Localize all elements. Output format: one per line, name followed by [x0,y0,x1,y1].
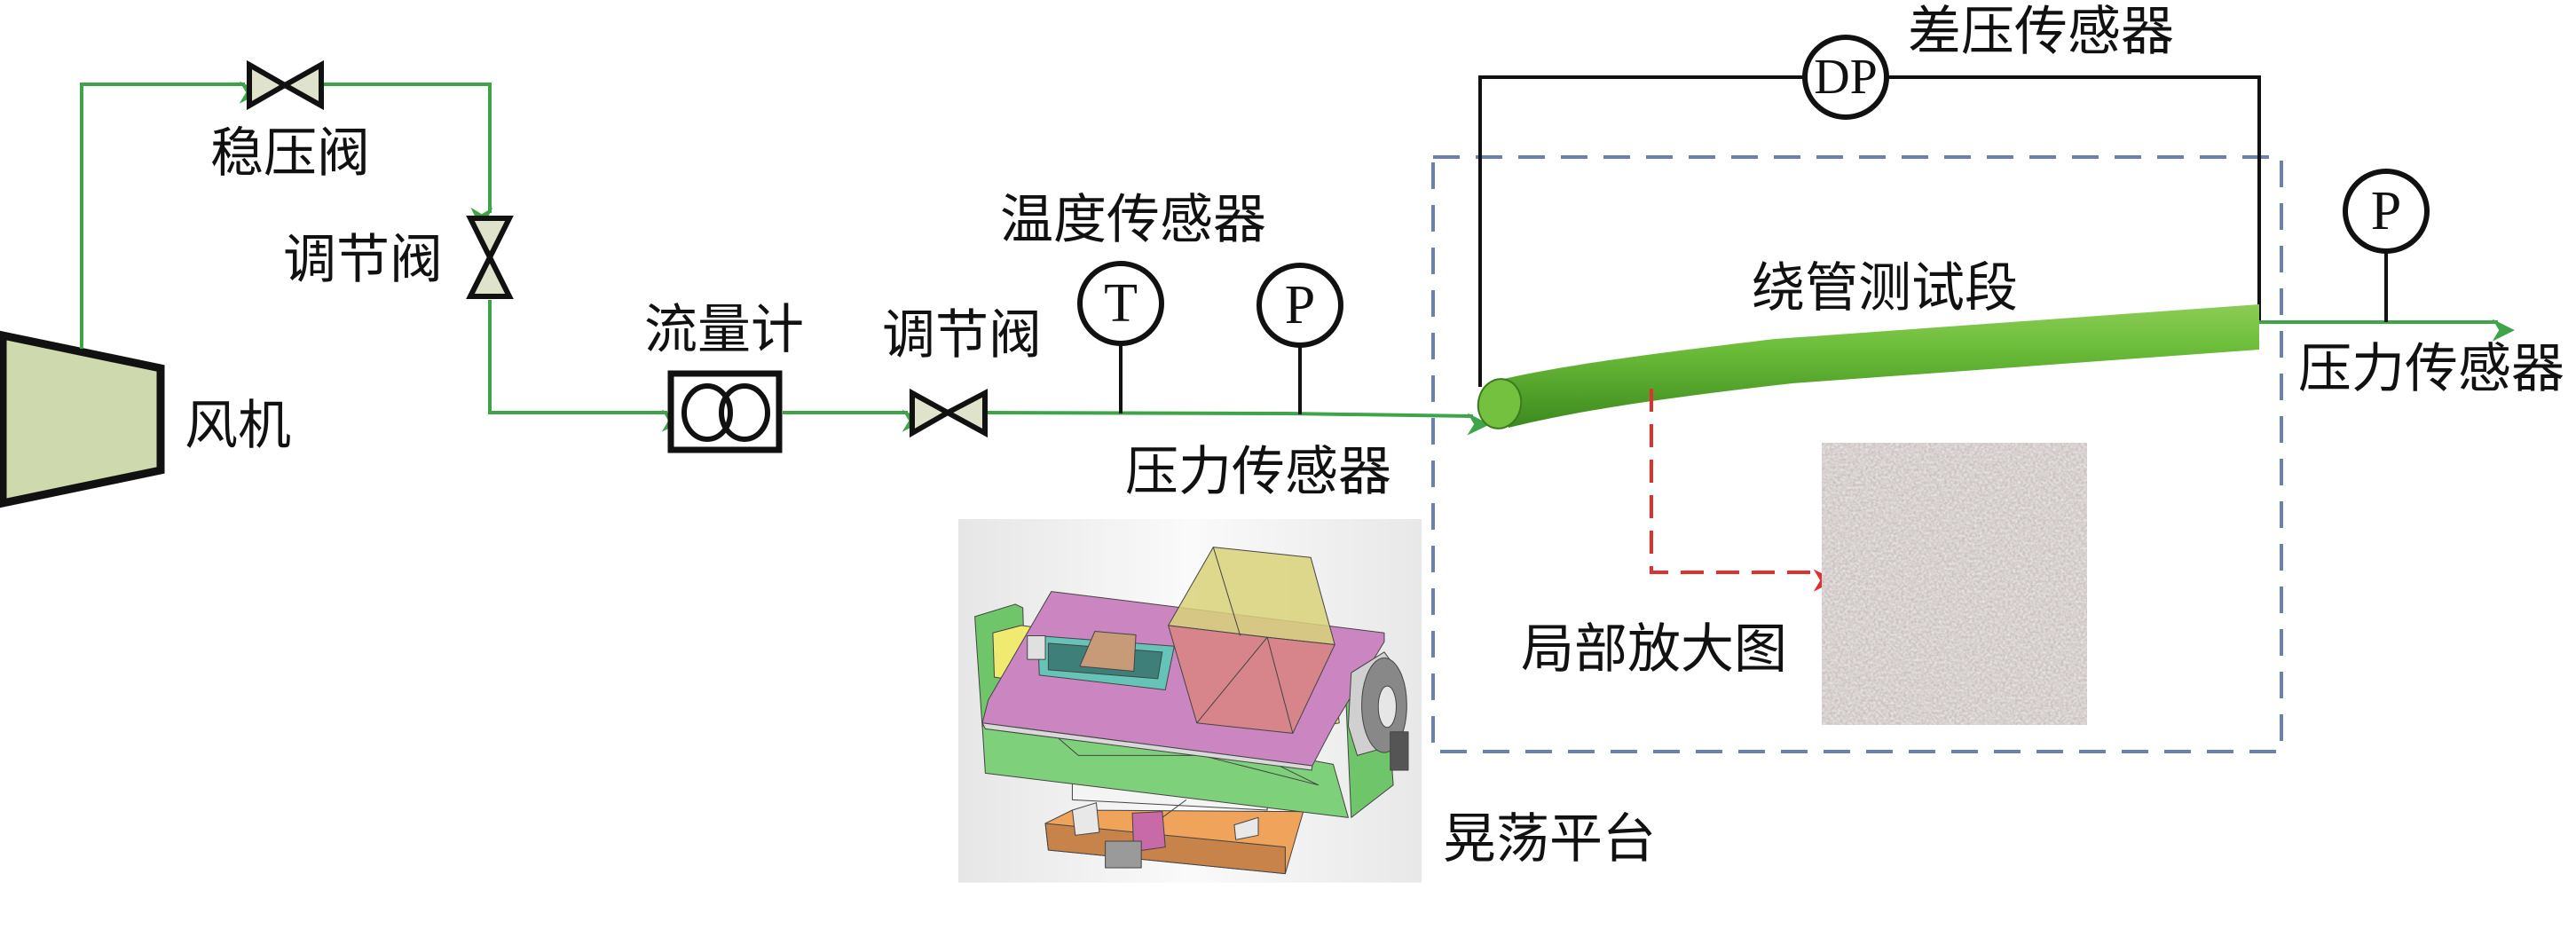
flowmeter-rotor-icon [681,383,733,442]
sand-surface-image [1822,443,2087,725]
differential-pressure-sensor-icon [1802,35,1889,120]
sloshing-platform-label: 晃荡平台 [1443,808,1656,870]
local-magnified-view-label: 局部放大图 [1521,618,1787,681]
temperature-sensor-label: 温度传感器 [1000,189,1266,251]
pressure-regulating-valve-icon [247,59,291,111]
fan-icon [0,330,165,508]
dp-signal-line-left [1478,75,1805,387]
fan-label: 风机 [185,395,291,457]
test-section-tube [1500,304,2259,428]
differential-pressure-sensor-label: 差压传感器 [1908,1,2174,63]
flow-line-1 [80,81,262,349]
regulating-valve-2-icon [910,388,954,438]
regulating-valve-1-label: 调节阀 [283,229,443,291]
temperature-sensor-icon [1077,261,1164,346]
tube-inlet-end [1477,378,1523,429]
regulating-valve-2-icon-right [941,389,988,438]
pressure-regulating-valve-icon-right [279,59,324,111]
outlet-pressure-sensor-icon [2343,169,2430,254]
regulating-valve-2-label: 调节阀 [882,304,1042,366]
inlet-pressure-sensor-label: 压力传感器 [1125,441,1391,503]
zoom-indicator-arrow [1650,389,1836,592]
flow-line-3 [488,300,684,432]
temperature-sensor-symbol: T [1104,273,1138,334]
outlet-pressure-sensor-symbol: P [2371,181,2401,241]
outlet-pressure-sensor-label: 压力传感器 [2298,338,2564,400]
dp-signal-line-right [1887,75,2261,321]
differential-pressure-sensor-symbol: DP [1814,50,1878,105]
flowmeter-icon [667,370,783,453]
sloshing-platform-image [958,519,1422,883]
test-section-label: 绕管测试段 [1752,257,2018,319]
inlet-pressure-sensor-symbol: P [1285,275,1315,335]
inlet-pressure-sensor-icon [1256,263,1343,348]
regulating-valve-1-icon [466,216,514,264]
flow-line-2 [324,83,493,230]
pressure-regulating-valve-label: 稳压阀 [210,122,370,185]
flow-line-5 [987,411,1490,436]
flowmeter-label: 流量计 [644,299,804,361]
regulating-valve-1-icon-bottom [466,251,514,299]
flowmeter-rotor-icon [719,383,770,442]
